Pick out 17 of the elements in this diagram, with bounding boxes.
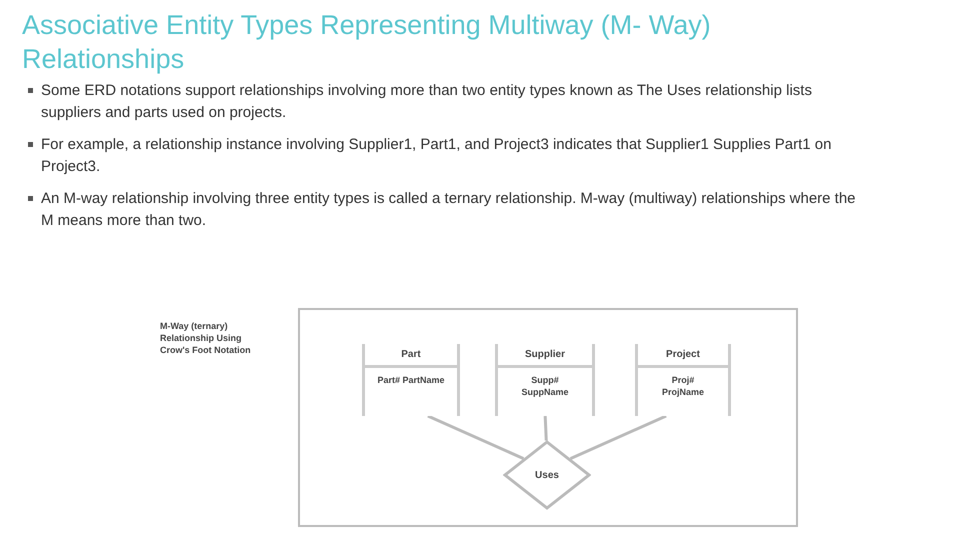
connector-line [427, 414, 524, 460]
diagram-frame [298, 308, 798, 527]
relationship-name: Uses [535, 468, 559, 482]
entity-name: Project [638, 344, 728, 368]
attribute-list: Proj# ProjName [638, 368, 728, 398]
relationship-diamond [503, 440, 591, 510]
entity-name: Supplier [498, 344, 592, 368]
connector-line [570, 414, 667, 460]
bullet-text: For example, a relationship instance involving Supplier1, Part1, and Project3 indicates that Supplier1 Supplies Part1 on Project3. [41, 135, 832, 177]
diagram-caption: M-Way (ternary) Relationship Using Crow's Foot Notation [160, 320, 252, 356]
bullet-text: Some ERD notations support relationships involving more than two entity types known as The Uses relationship lists suppliers and parts used on projects. [41, 81, 813, 123]
entity-name: Part [365, 344, 457, 368]
slide-title: Associative Entity Types Representing Multiway (M- Way) Relationships [22, 9, 712, 76]
attribute-list: Supp# SuppName [498, 368, 592, 398]
attribute-list: Part# PartName [365, 368, 457, 386]
bullet-text: An M-way relationship involving three entity types is called a ternary relationship. M-way (multiway) relationships where the M means more than two. [41, 189, 857, 231]
connector-line [544, 416, 548, 441]
